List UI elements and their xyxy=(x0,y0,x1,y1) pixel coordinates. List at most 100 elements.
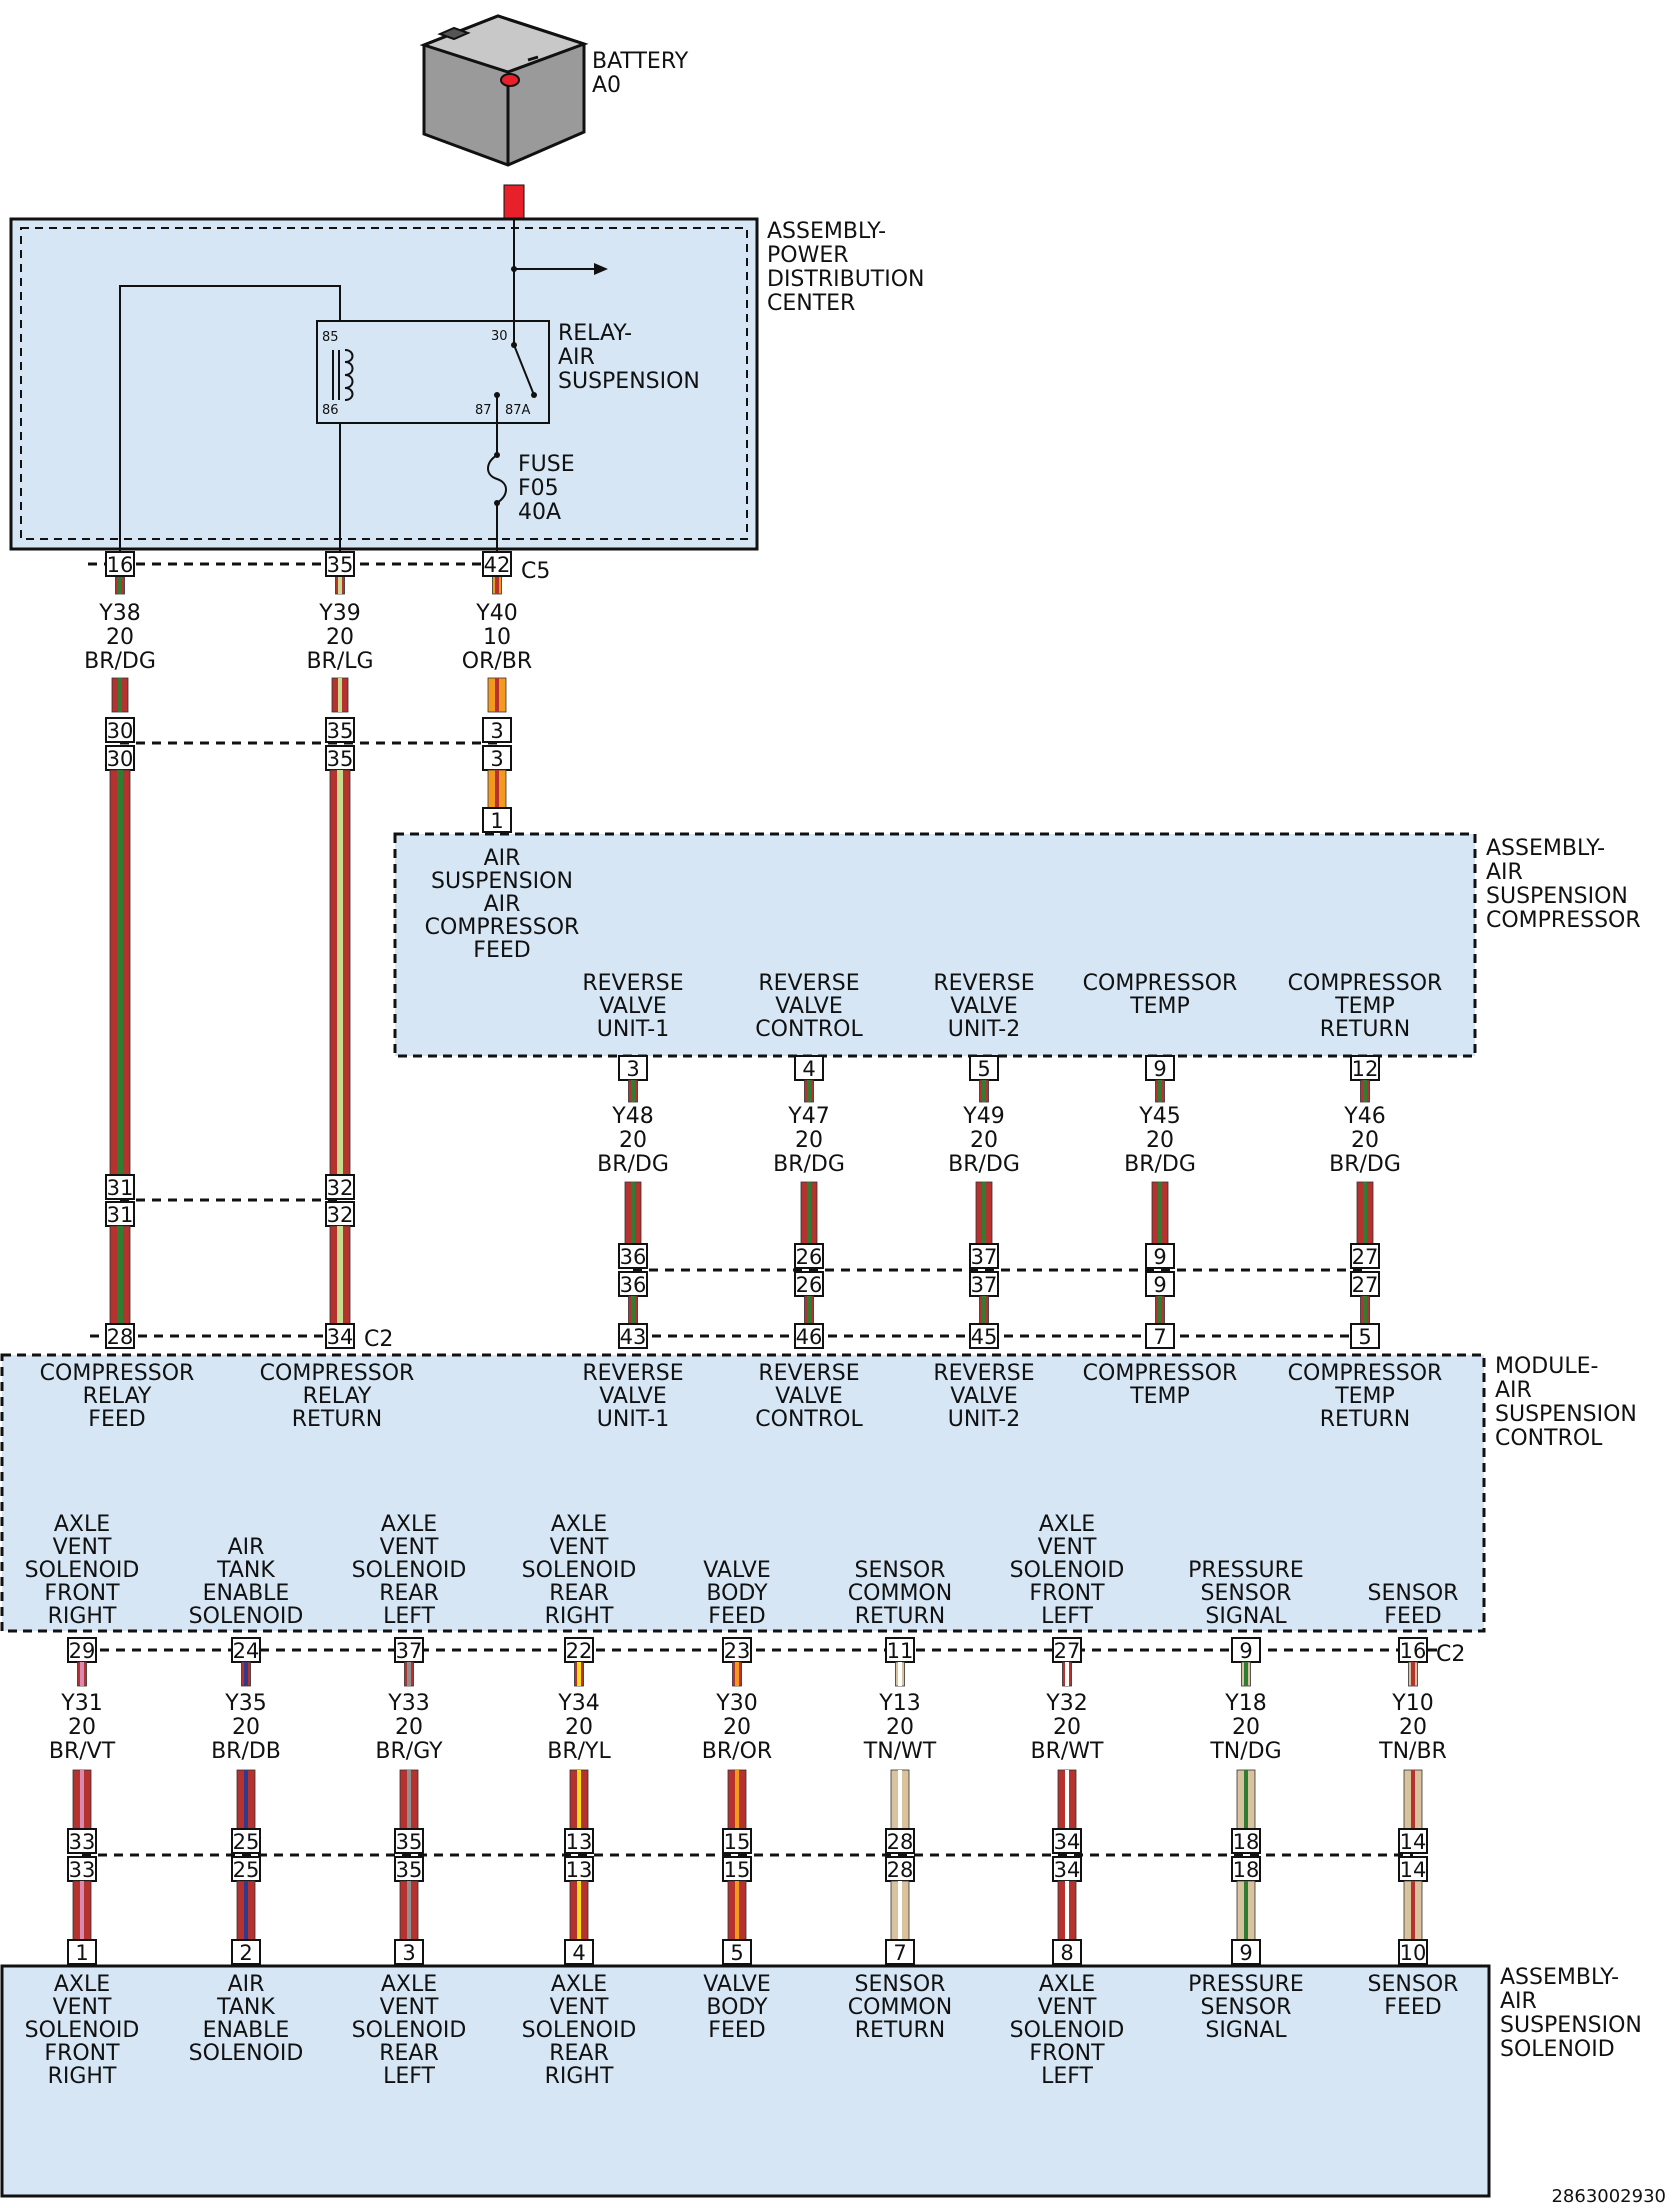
compressor-pin-5-number: 5 xyxy=(977,1057,990,1081)
wire-y35-lower xyxy=(236,1880,256,1941)
svg-text:COMPRESSOR: COMPRESSOR xyxy=(1288,971,1443,996)
inline-pin-y34-number: 13 xyxy=(566,1830,593,1854)
inline-pin-y13: 28 xyxy=(885,1828,915,1854)
module-pin-34: 34 xyxy=(325,1323,355,1349)
svg-text:CENTER: CENTER xyxy=(767,291,855,316)
svg-text:SOLENOID: SOLENOID xyxy=(189,1604,304,1629)
inline-pin2-y33-number: 35 xyxy=(396,1858,423,1882)
svg-text:ASSEMBLY-: ASSEMBLY- xyxy=(767,219,886,244)
solenoid-pin-10: 10 xyxy=(1398,1939,1428,1965)
svg-text:Y18: Y18 xyxy=(1224,1691,1266,1716)
svg-text:CONTROL: CONTROL xyxy=(755,1407,863,1432)
svg-text:10: 10 xyxy=(483,625,511,650)
svg-text:BR/DG: BR/DG xyxy=(84,649,156,674)
svg-text:CONTROL: CONTROL xyxy=(755,1017,863,1042)
module-pin-43: 43 xyxy=(618,1323,648,1349)
inline-pin-a2-y38-number: 30 xyxy=(107,747,134,771)
module-pin-29: 29 xyxy=(67,1637,97,1663)
module-pin-9: 9 xyxy=(1231,1637,1261,1663)
inline-pin2-y49: 37 xyxy=(969,1271,999,1297)
svg-text:BR/LG: BR/LG xyxy=(306,649,373,674)
svg-text:20: 20 xyxy=(1146,1128,1174,1153)
svg-text:Y39: Y39 xyxy=(318,601,360,626)
svg-text:SOLENOID: SOLENOID xyxy=(522,1558,637,1583)
svg-text:FEED: FEED xyxy=(473,938,530,963)
wire-y30-stub xyxy=(732,1661,742,1687)
inline-pin2-y47: 26 xyxy=(794,1271,824,1297)
relay-terminal-30: 30 xyxy=(491,329,508,344)
svg-text:Y45: Y45 xyxy=(1138,1104,1180,1129)
inline-pin-a2-y39: 35 xyxy=(325,745,355,771)
wire-y18-lower xyxy=(1236,1880,1256,1941)
svg-text:VENT: VENT xyxy=(380,1535,439,1560)
module-pin-37: 37 xyxy=(394,1637,424,1663)
svg-text:REVERSE: REVERSE xyxy=(758,1361,859,1386)
inline-pin2-y32-number: 34 xyxy=(1054,1858,1081,1882)
svg-text:SENSOR: SENSOR xyxy=(1368,1581,1459,1606)
inline-pin2-y46-number: 27 xyxy=(1352,1273,1379,1297)
wire-y45-lower xyxy=(1155,1295,1165,1325)
svg-text:AIR: AIR xyxy=(228,1972,265,1997)
svg-text:BR/DG: BR/DG xyxy=(773,1152,845,1177)
svg-text:VENT: VENT xyxy=(550,1535,609,1560)
svg-text:VALVE: VALVE xyxy=(599,994,666,1019)
inline-pin-b2-y39: 32 xyxy=(325,1201,355,1227)
inline-pin2-y46: 27 xyxy=(1350,1271,1380,1297)
inline-pin-a2-y39-number: 35 xyxy=(327,747,354,771)
svg-text:VENT: VENT xyxy=(380,1995,439,2020)
svg-text:REVERSE: REVERSE xyxy=(582,1361,683,1386)
svg-text:AXLE: AXLE xyxy=(1039,1512,1095,1537)
labels-layer: Y3820BR/DGY3920BR/LGY4010OR/BRREVERSEVAL… xyxy=(25,601,1459,2089)
svg-text:SOLENOID: SOLENOID xyxy=(352,2018,467,2043)
svg-text:COMPRESSOR: COMPRESSOR xyxy=(1083,1361,1238,1386)
svg-text:VENT: VENT xyxy=(53,1995,112,2020)
svg-text:DISTRIBUTION: DISTRIBUTION xyxy=(767,267,925,292)
compressor-pin-1: 1 xyxy=(482,807,512,833)
svg-text:RETURN: RETURN xyxy=(855,2018,945,2043)
inline-pin-y31-number: 33 xyxy=(69,1830,96,1854)
connector-c5: C5 xyxy=(521,559,550,584)
inline-pin2-y10-number: 14 xyxy=(1400,1858,1427,1882)
svg-text:AIR: AIR xyxy=(558,345,595,370)
svg-text:SENSOR: SENSOR xyxy=(1201,1995,1292,2020)
inline-pin-y45: 9 xyxy=(1145,1243,1175,1269)
compressor-pin-3: 3 xyxy=(618,1055,648,1081)
module-pin-45: 45 xyxy=(969,1323,999,1349)
svg-text:LEFT: LEFT xyxy=(1041,2064,1093,2089)
wire-y10-stub xyxy=(1408,1661,1418,1687)
svg-text:F05: F05 xyxy=(518,476,559,501)
svg-text:Y13: Y13 xyxy=(878,1691,920,1716)
svg-text:FRONT: FRONT xyxy=(1029,1581,1105,1606)
inline-pin-y35: 25 xyxy=(231,1828,261,1854)
svg-text:VALVE: VALVE xyxy=(950,1384,1017,1409)
svg-text:SUSPENSION: SUSPENSION xyxy=(1486,884,1628,909)
svg-text:COMPRESSOR: COMPRESSOR xyxy=(1486,908,1641,933)
svg-text:BODY: BODY xyxy=(706,1581,768,1606)
svg-text:20: 20 xyxy=(106,625,134,650)
svg-text:AIR: AIR xyxy=(484,846,521,871)
svg-text:AXLE: AXLE xyxy=(551,1972,607,1997)
svg-text:Y31: Y31 xyxy=(60,1691,102,1716)
svg-text:AIR: AIR xyxy=(1500,1989,1537,2014)
svg-text:20: 20 xyxy=(723,1715,751,1740)
compressor-pin-3-number: 3 xyxy=(626,1057,639,1081)
svg-text:RETURN: RETURN xyxy=(1320,1017,1410,1042)
svg-text:CONTROL: CONTROL xyxy=(1495,1426,1603,1451)
svg-text:Y49: Y49 xyxy=(962,1104,1004,1129)
solenoid-pin-8-number: 8 xyxy=(1060,1941,1073,1965)
inline-pin-y10-number: 14 xyxy=(1400,1830,1427,1854)
inline-pin-y33: 35 xyxy=(394,1828,424,1854)
